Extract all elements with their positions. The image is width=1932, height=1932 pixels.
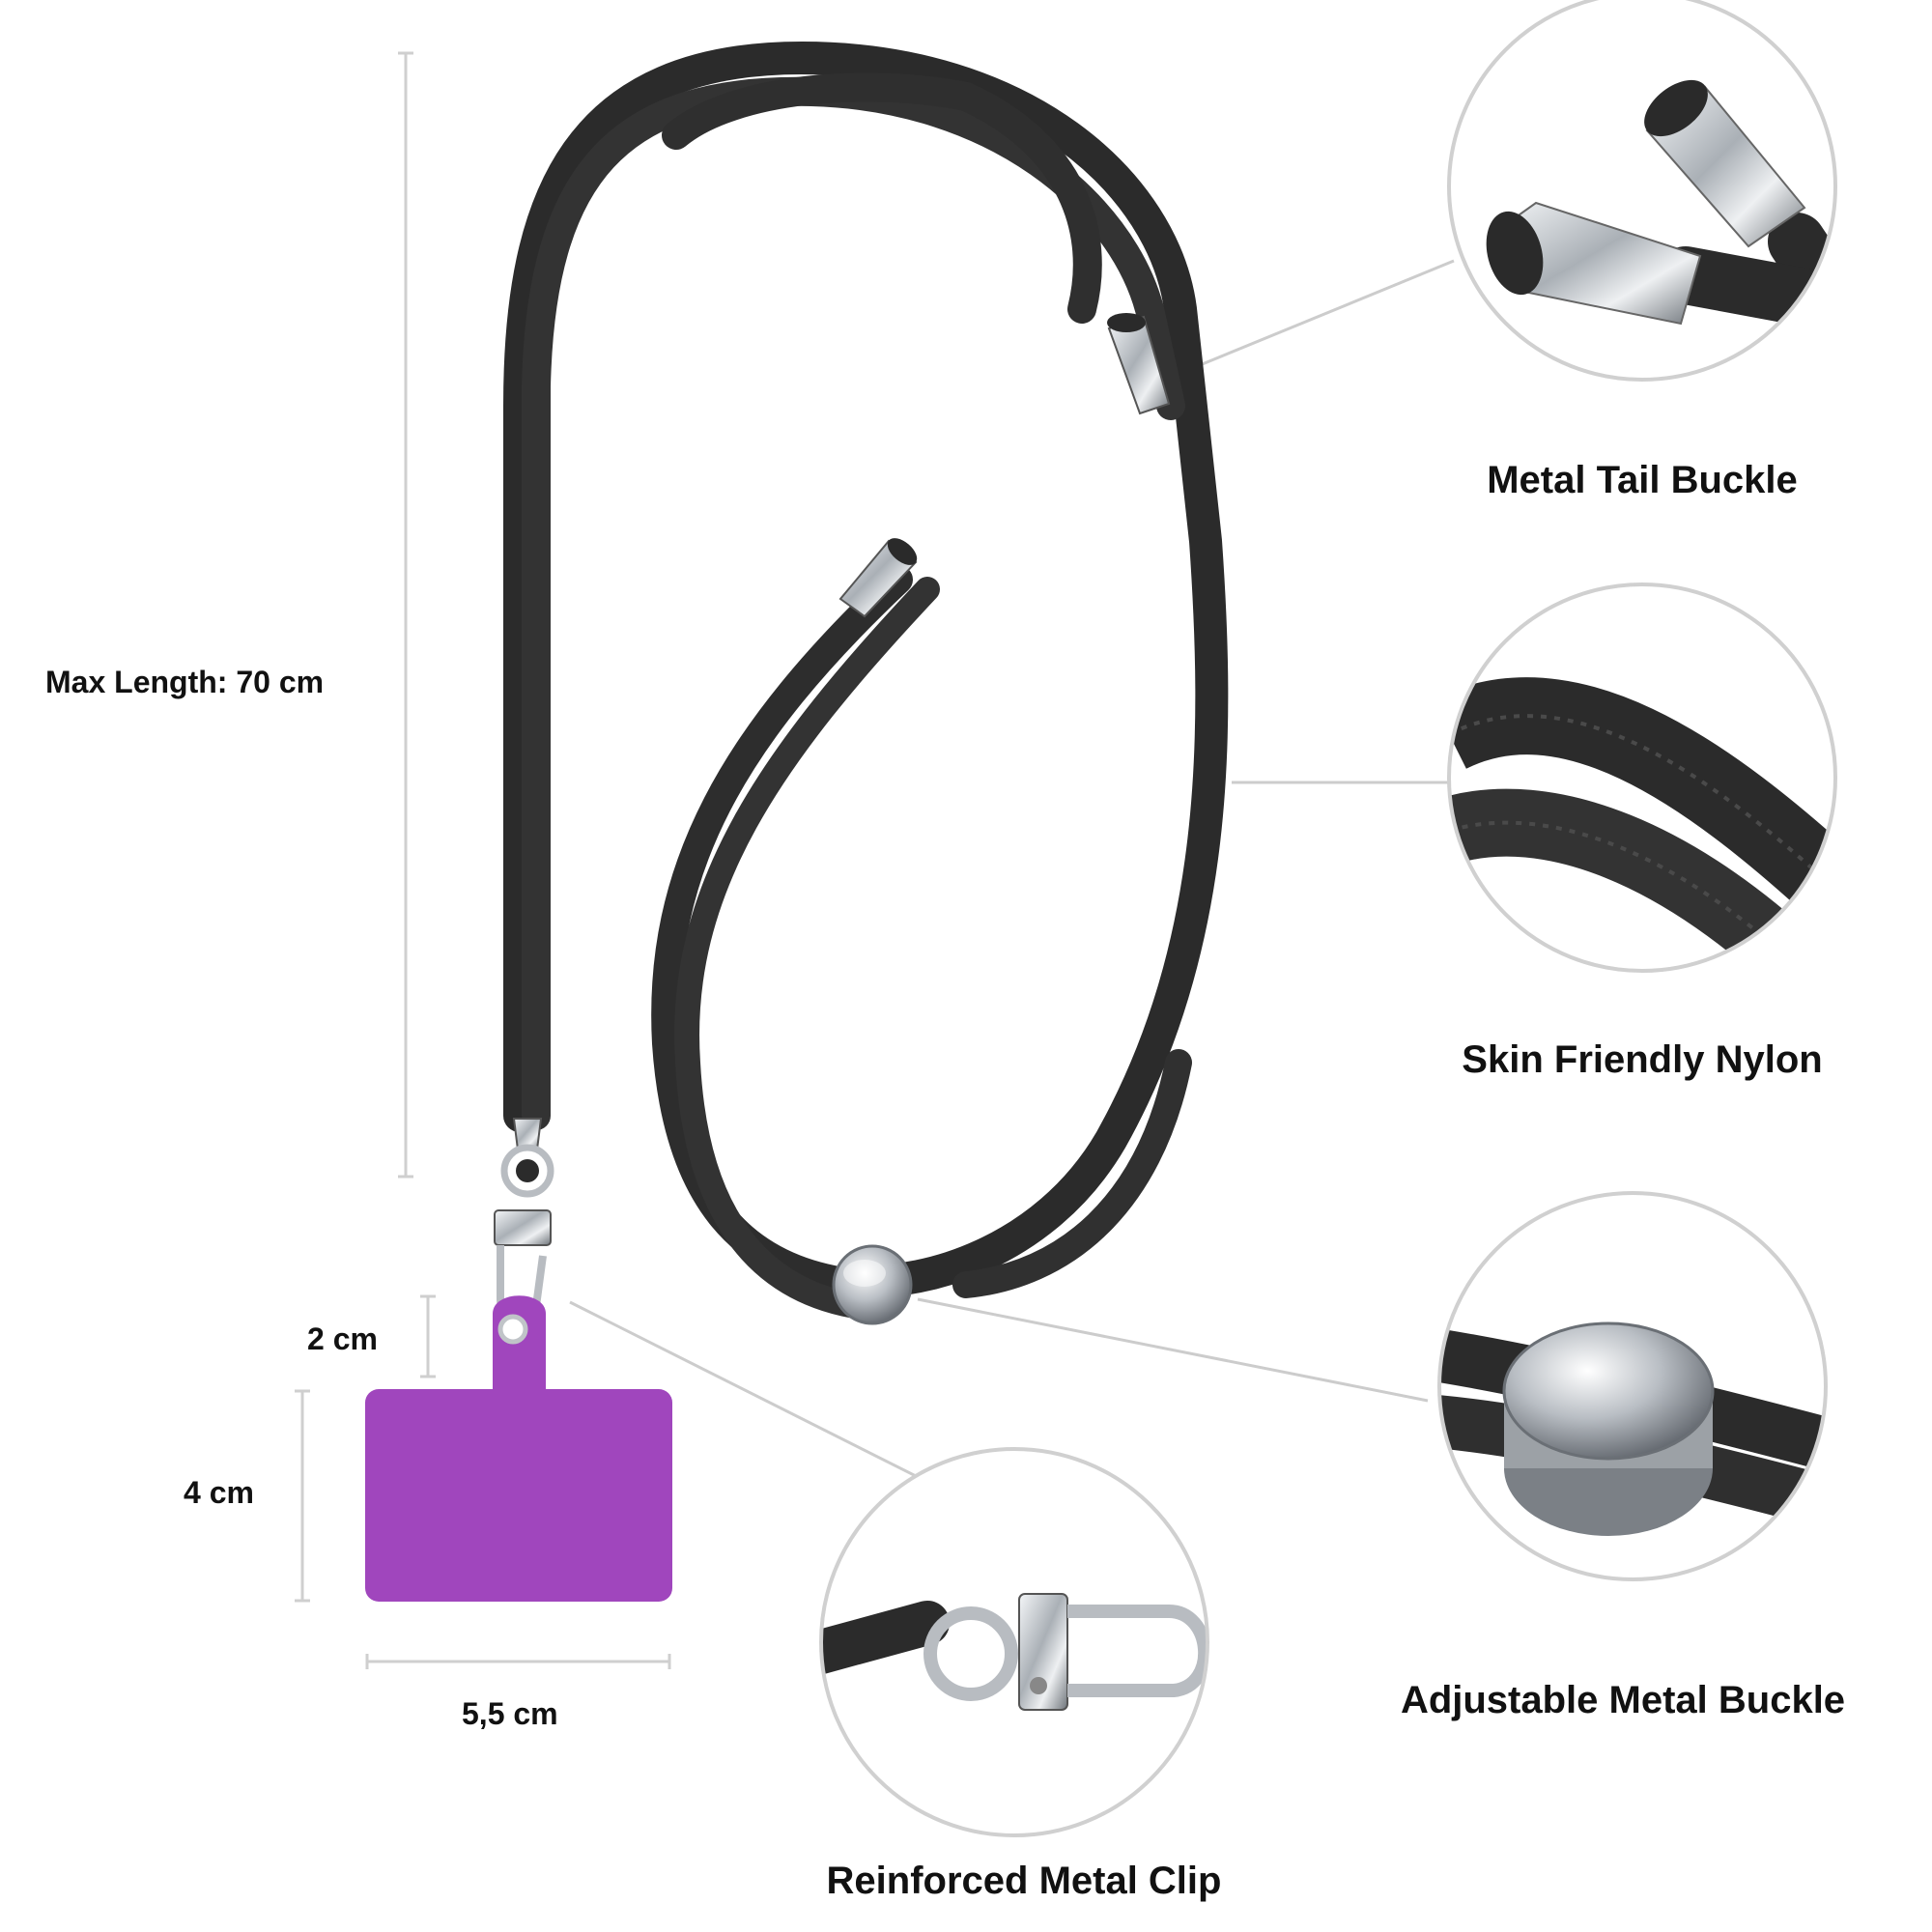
callout-adjustable-metal-buckle: [1437, 1191, 1828, 1581]
tab-width-dimension-line: [365, 1654, 671, 1669]
skin-friendly-nylon-label: Skin Friendly Nylon: [1462, 1038, 1823, 1081]
max-length-dimension-line: [398, 51, 413, 1179]
callout-connector-lines: [569, 259, 1455, 1488]
callout-reinforced-metal-clip: [819, 1447, 1209, 1837]
tail-buckle-on-cord: [1107, 313, 1171, 415]
metal-tail-buckle-label: Metal Tail Buckle: [1487, 459, 1798, 501]
max-length-label: Max Length: 70 cm: [45, 665, 325, 699]
lanyard-cord: [503, 41, 1229, 1321]
tab-neck-label: 2 cm: [307, 1321, 378, 1356]
phone-tab: [365, 1295, 672, 1602]
adjustable-buckle-on-cord: [832, 1244, 913, 1325]
tab-neck-dimension-line: [420, 1294, 436, 1378]
callout-metal-tail-buckle: [1447, 0, 1837, 382]
tail-buckle-on-cord-2: [838, 538, 918, 618]
tab-height-dimension-line: [295, 1389, 310, 1603]
reinforced-metal-clip-label: Reinforced Metal Clip: [826, 1860, 1222, 1902]
adjustable-metal-buckle-label: Adjustable Metal Buckle: [1400, 1679, 1846, 1721]
tab-width-label: 5,5 cm: [462, 1696, 558, 1731]
tab-height-label: 4 cm: [184, 1475, 254, 1510]
callout-skin-friendly-nylon: [1447, 582, 1837, 973]
